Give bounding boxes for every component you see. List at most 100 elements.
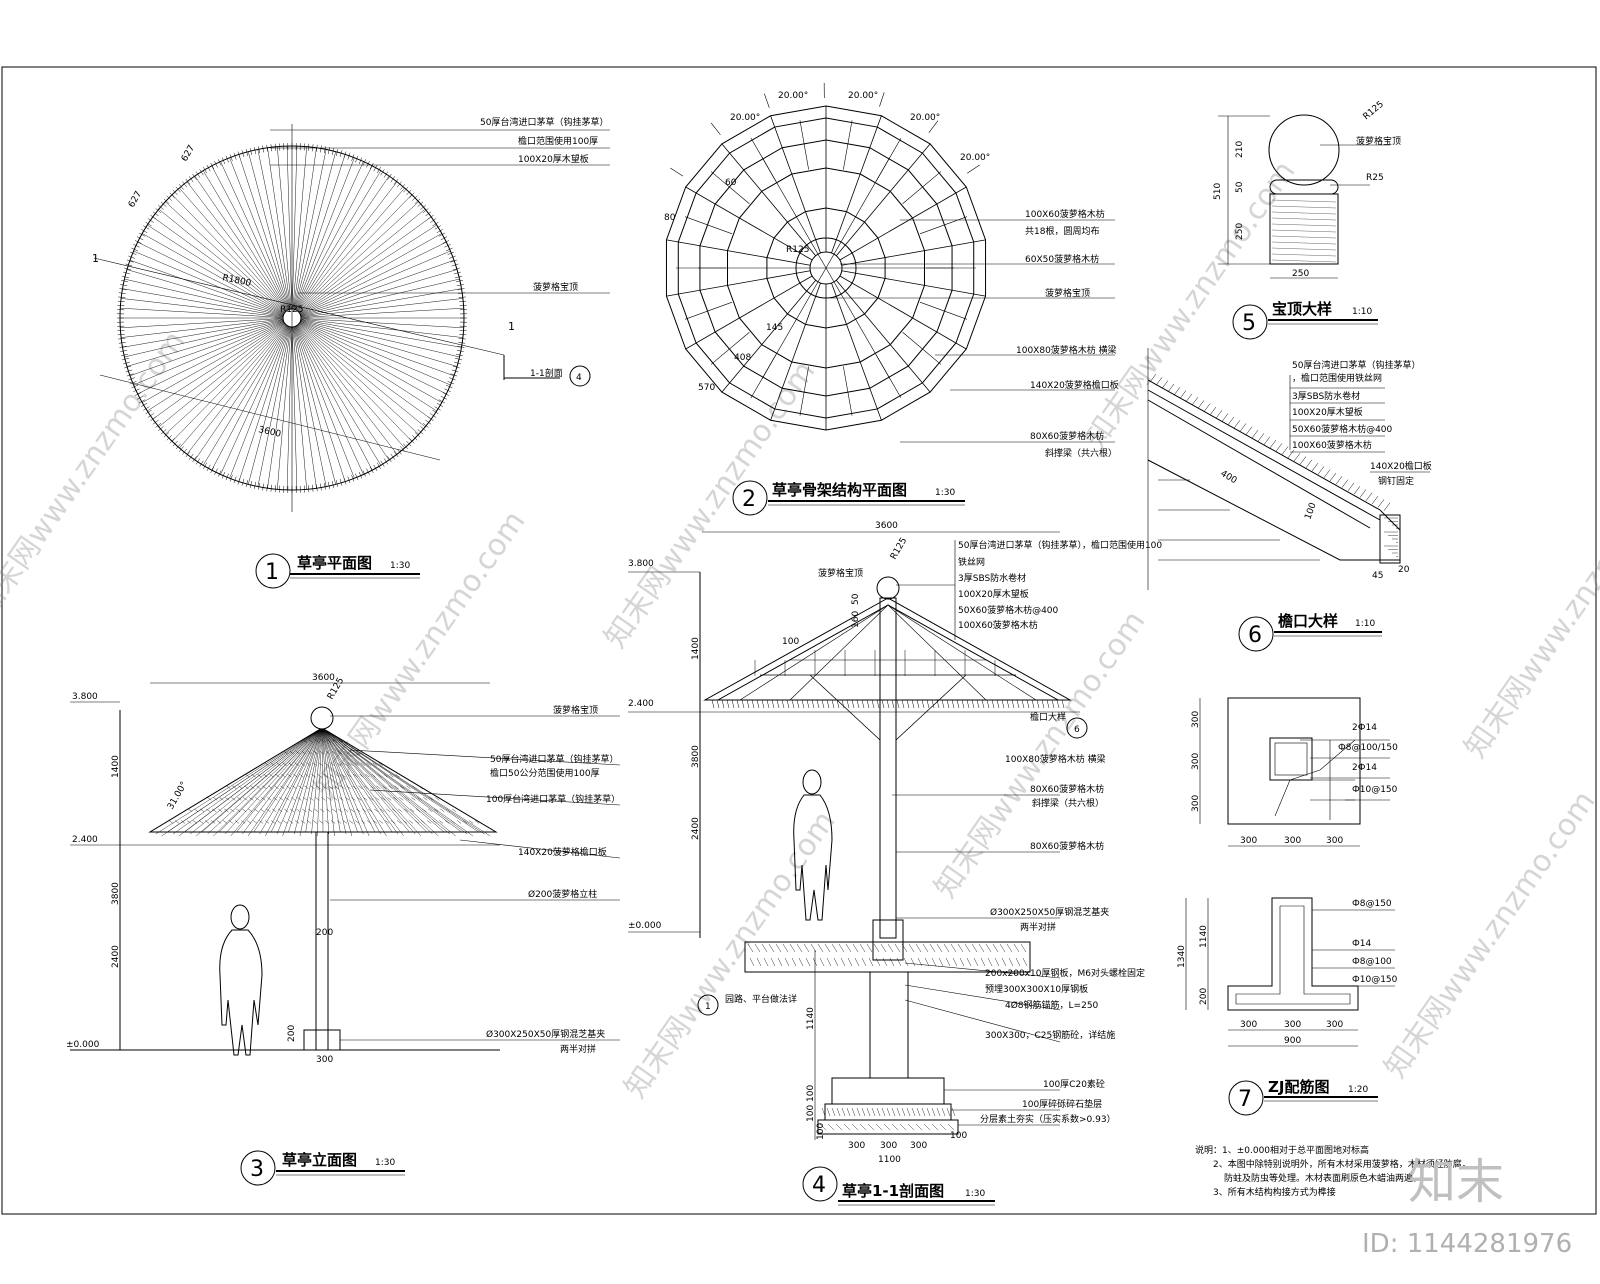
svg-text:20.00°: 20.00° xyxy=(778,91,808,101)
svg-text:140X20檐口板: 140X20檐口板 xyxy=(1370,460,1432,472)
svg-text:250: 250 xyxy=(1292,269,1309,279)
svg-text:2400: 2400 xyxy=(691,817,701,840)
rebar-plan xyxy=(1228,698,1360,824)
svg-text:140X20菠萝格檐口板: 140X20菠萝格檐口板 xyxy=(518,846,607,858)
section-column xyxy=(880,598,896,938)
note-1: 说明：1、±0.000相对于总平面图地对标高 xyxy=(1195,1144,1369,1156)
svg-text:100: 100 xyxy=(806,1105,816,1122)
svg-text:Ø200菠萝格立柱: Ø200菠萝格立柱 xyxy=(528,888,597,900)
image-id: ID: 1144281976 xyxy=(1362,1229,1572,1259)
svg-text:50: 50 xyxy=(851,593,861,605)
svg-text:铁丝网: 铁丝网 xyxy=(958,556,985,568)
plan-label-board: 100X20厚木望板 xyxy=(518,153,589,165)
fig6-title: 檐口大样 xyxy=(1278,612,1338,630)
svg-text:20.00°: 20.00° xyxy=(848,91,878,101)
svg-text:300: 300 xyxy=(848,1141,865,1151)
section-footing xyxy=(832,1078,944,1104)
svg-text:Ø300X250X50厚钢混芝基夹: Ø300X250X50厚钢混芝基夹 xyxy=(486,1028,605,1040)
svg-text:3600: 3600 xyxy=(257,425,282,440)
section-ground-slab xyxy=(745,942,1030,972)
svg-text:50: 50 xyxy=(1235,181,1245,193)
svg-text:菠萝格宝顶: 菠萝格宝顶 xyxy=(818,567,863,579)
svg-text:1: 1 xyxy=(705,1002,711,1012)
finial-ball xyxy=(1269,115,1339,185)
svg-text:1340: 1340 xyxy=(1177,945,1187,968)
svg-text:408: 408 xyxy=(734,353,751,363)
svg-text:Ф14: Ф14 xyxy=(1352,939,1371,949)
fig3-scale: 1:30 xyxy=(375,1158,395,1168)
svg-text:210: 210 xyxy=(1235,141,1245,158)
svg-text:80X60菠萝格木枋: 80X60菠萝格木枋 xyxy=(1030,840,1104,852)
svg-text:6: 6 xyxy=(1074,725,1080,735)
svg-text:250: 250 xyxy=(1235,223,1245,240)
svg-text:300: 300 xyxy=(880,1141,897,1151)
svg-text:±0.000: ±0.000 xyxy=(66,1040,100,1050)
note-3: 防蛀及防虫等处理。木材表面刷原色木蜡油两遍。 xyxy=(1224,1172,1422,1184)
svg-text:31.00°: 31.00° xyxy=(166,780,190,811)
svg-text:Ф10@150: Ф10@150 xyxy=(1352,785,1398,795)
fig1-title: 草亭平面图 xyxy=(297,554,372,572)
svg-text:4Ø8钢筋锚筋，L=250: 4Ø8钢筋锚筋，L=250 xyxy=(1005,999,1099,1011)
fig7-scale: 1:20 xyxy=(1348,1085,1368,1095)
svg-text:Ф8@150: Ф8@150 xyxy=(1352,899,1392,909)
fig1-scale: 1:30 xyxy=(390,561,410,571)
svg-text:300: 300 xyxy=(1240,836,1257,846)
brand-logo: 知末 xyxy=(1408,1154,1504,1210)
svg-text:100X80菠萝格木枋 横梁: 100X80菠萝格木枋 横梁 xyxy=(1005,753,1106,765)
note-4: 3、所有木结构构接方式为榫接 xyxy=(1213,1186,1336,1198)
svg-text:檐口大样: 檐口大样 xyxy=(1030,711,1066,723)
svg-text:60X50菠萝格木枋: 60X50菠萝格木枋 xyxy=(1025,253,1099,265)
svg-text:300X300，C25钢筋砼，详结施: 300X300，C25钢筋砼，详结施 xyxy=(985,1029,1115,1041)
svg-text:3600: 3600 xyxy=(312,673,335,683)
svg-text:100: 100 xyxy=(950,1131,967,1141)
svg-text:627: 627 xyxy=(127,190,144,210)
svg-text:20: 20 xyxy=(1398,565,1410,575)
svg-text:100: 100 xyxy=(806,1085,816,1102)
svg-text:Ø300X250X50厚钢混芝基夹: Ø300X250X50厚钢混芝基夹 xyxy=(990,906,1109,918)
svg-text:100X20厚木望板: 100X20厚木望板 xyxy=(1292,406,1363,418)
fig3-number: 3 xyxy=(250,1157,264,1182)
fig6-scale: 1:10 xyxy=(1355,619,1375,629)
svg-text:3厚SBS防水卷材: 3厚SBS防水卷材 xyxy=(958,572,1026,584)
svg-text:570: 570 xyxy=(698,383,715,393)
svg-text:两半对拼: 两半对拼 xyxy=(1020,921,1056,933)
svg-text:400: 400 xyxy=(1219,469,1239,486)
svg-text:斜撑梁（共六根）: 斜撑梁（共六根） xyxy=(1045,447,1117,459)
svg-text:80X60菠萝格木枋: 80X60菠萝格木枋 xyxy=(1030,430,1104,442)
plan-label-eave: 檐口范围使用100厚 xyxy=(518,135,598,147)
svg-text:3600: 3600 xyxy=(875,521,898,531)
section-ref-no: 4 xyxy=(576,373,582,383)
svg-text:50X60菠萝格木枋@400: 50X60菠萝格木枋@400 xyxy=(958,604,1059,616)
svg-text:100厚碎砾碎石垫层: 100厚碎砾碎石垫层 xyxy=(1022,1098,1102,1110)
svg-text:R125: R125 xyxy=(280,305,303,315)
fig6-number: 6 xyxy=(1248,623,1262,648)
fig2-scale: 1:30 xyxy=(935,488,955,498)
svg-text:3800: 3800 xyxy=(111,882,121,905)
svg-text:R125: R125 xyxy=(1362,100,1386,123)
svg-text:2.400: 2.400 xyxy=(628,699,654,709)
svg-text:300: 300 xyxy=(316,1055,333,1065)
svg-text:100厚C20素砼: 100厚C20素砼 xyxy=(1043,1078,1105,1090)
svg-text:100X60菠萝格木枋: 100X60菠萝格木枋 xyxy=(1025,208,1105,220)
svg-text:2Ф14: 2Ф14 xyxy=(1352,763,1377,773)
section-mark-right: 1 xyxy=(508,320,515,333)
fig5-scale: 1:10 xyxy=(1352,307,1372,317)
svg-text:预埋300X300X10厚钢板: 预埋300X300X10厚钢板 xyxy=(985,983,1088,995)
plan-label-thatch: 50厚台湾进口茅草（钩挂茅草） xyxy=(480,116,608,128)
svg-text:1140: 1140 xyxy=(1199,925,1209,948)
svg-text:3厚SBS防水卷材: 3厚SBS防水卷材 xyxy=(1292,390,1360,402)
elev-base xyxy=(304,1030,340,1050)
svg-text:627: 627 xyxy=(180,144,197,164)
svg-text:两半对拼: 两半对拼 xyxy=(560,1043,596,1055)
svg-text:300: 300 xyxy=(1284,1020,1301,1030)
figure-rebar: 300 300 300 300 300 300 2Ф14 Ф8@100/150 … xyxy=(1177,698,1398,1115)
svg-text:知末网www.znzmo.com: 知末网www.znzmo.com xyxy=(598,355,823,655)
svg-text:园路、平台做法详: 园路、平台做法详 xyxy=(725,993,797,1005)
fig2-number: 2 xyxy=(742,487,756,512)
svg-text:1400: 1400 xyxy=(111,755,121,778)
svg-text:菠萝格宝顶: 菠萝格宝顶 xyxy=(553,704,598,716)
svg-text:200: 200 xyxy=(287,1025,297,1042)
fig7-number: 7 xyxy=(1238,1087,1252,1112)
fig4-title: 草亭1-1剖面图 xyxy=(842,1182,944,1200)
